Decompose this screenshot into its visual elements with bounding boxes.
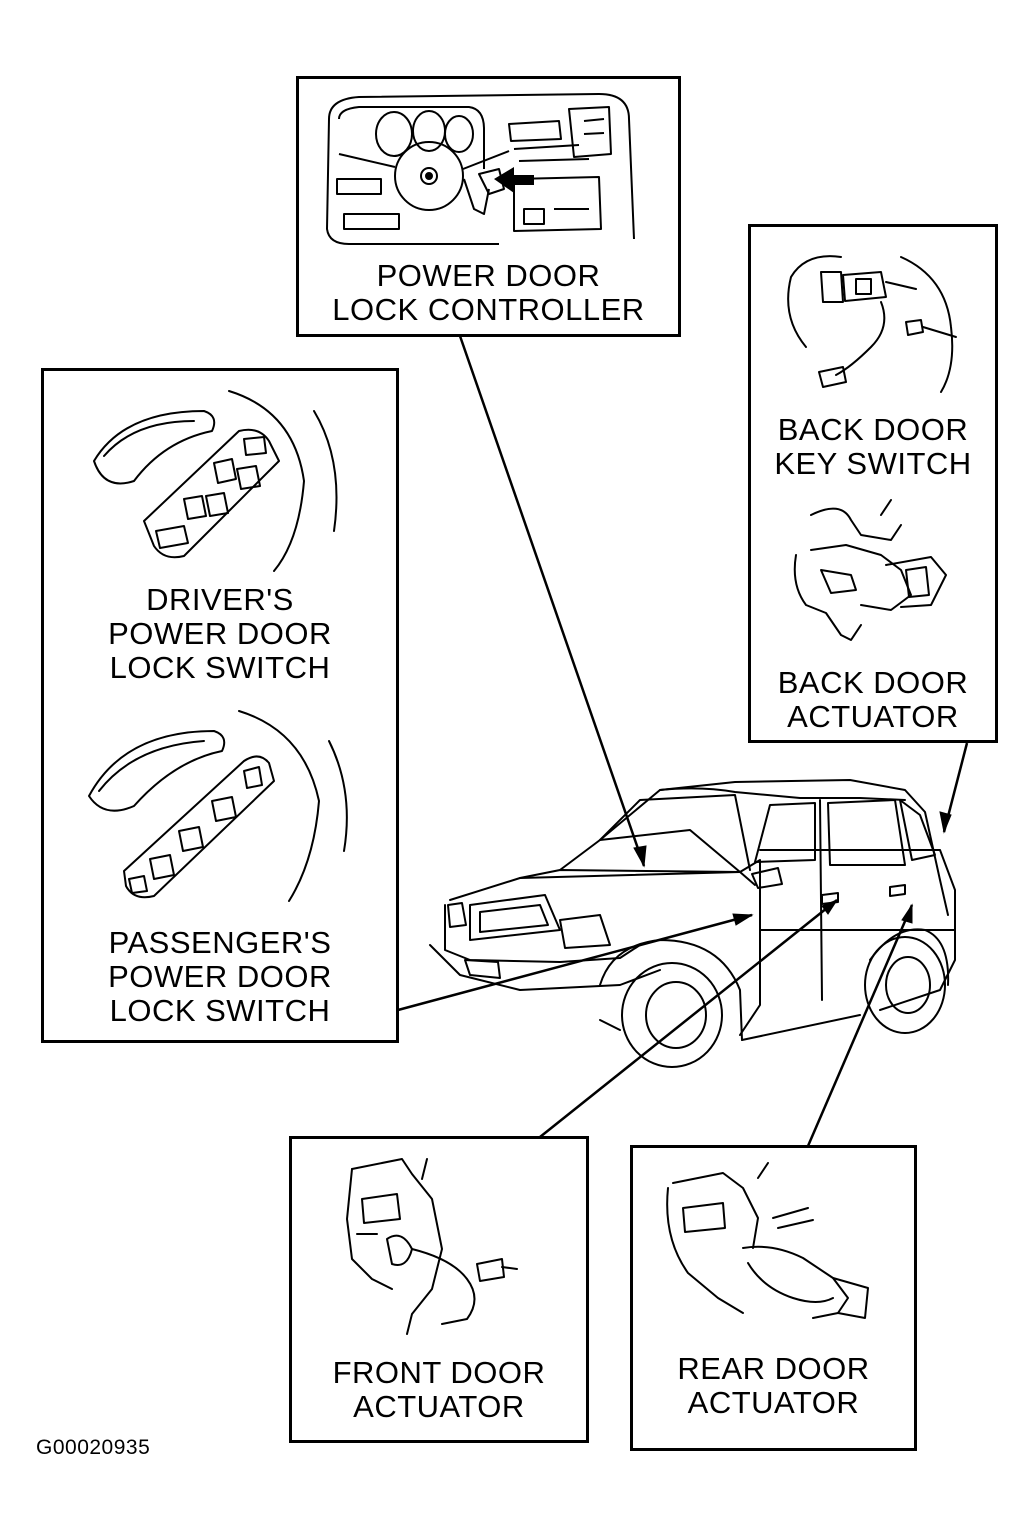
label-line: FRONT DOOR [332,1355,546,1390]
driver-switch-illustration [93,390,338,572]
controller-label: POWER DOOR LOCK CONTROLLER [299,259,678,327]
label-line: DRIVER'S [146,582,294,617]
driver-switch-label: DRIVER'S POWER DOOR LOCK SWITCH [44,583,396,685]
passenger-switch-illustration [88,710,348,902]
figure-id: G00020935 [36,1436,151,1459]
suv-illustration [429,779,956,1068]
callout-box-switches: DRIVER'S POWER DOOR LOCK SWITCH PASSENGE… [41,368,399,1043]
label-line: ACTUATOR [687,1385,860,1420]
callout-box-rear-actuator: REAR DOOR ACTUATOR [630,1145,917,1451]
label-line: POWER DOOR [108,616,332,651]
passenger-switch-label: PASSENGER'S POWER DOOR LOCK SWITCH [44,926,396,1028]
rear-door-actuator-label: REAR DOOR ACTUATOR [633,1352,914,1420]
callout-box-controller: POWER DOOR LOCK CONTROLLER [296,76,681,337]
label-line: PASSENGER'S [108,925,332,960]
front-door-actuator-label: FRONT DOOR ACTUATOR [292,1356,586,1424]
back-door-actuator-label: BACK DOOR ACTUATOR [751,666,995,734]
label-line: ACTUATOR [353,1389,525,1424]
leader-line-switches [397,913,753,1012]
arrowhead [633,845,647,868]
label-line: BACK DOOR [777,665,969,700]
key-switch-illustration [787,255,957,393]
leader-line-rear-actuator [806,904,914,1147]
label-line: LOCK SWITCH [109,650,331,685]
callout-box-front-actuator: FRONT DOOR ACTUATOR [289,1136,589,1443]
rear-actuator-illustration [666,1162,869,1319]
back-actuator-illustration [793,499,947,641]
label-line: POWER DOOR [108,959,332,994]
leader-line-controller [458,335,646,867]
label-line: KEY SWITCH [774,446,972,481]
arrowhead [732,913,754,926]
label-line: REAR DOOR [677,1351,870,1386]
arrowhead [939,811,952,834]
label-line: BACK DOOR [777,412,969,447]
leader-line-front-actuator [539,899,838,1138]
callout-box-back-door: BACK DOOR KEY SWITCH BACK DOOR ACTUATOR [748,224,998,743]
front-actuator-illustration [346,1158,518,1335]
pointer-arrow-icon [494,167,534,193]
arrowhead [901,903,913,924]
label-line: LOCK CONTROLLER [332,292,645,327]
label-line: LOCK SWITCH [109,993,331,1028]
label-line: POWER DOOR [376,258,601,293]
back-door-key-switch-label: BACK DOOR KEY SWITCH [751,413,995,481]
dashboard-illustration [326,93,635,245]
label-line: ACTUATOR [787,699,959,734]
